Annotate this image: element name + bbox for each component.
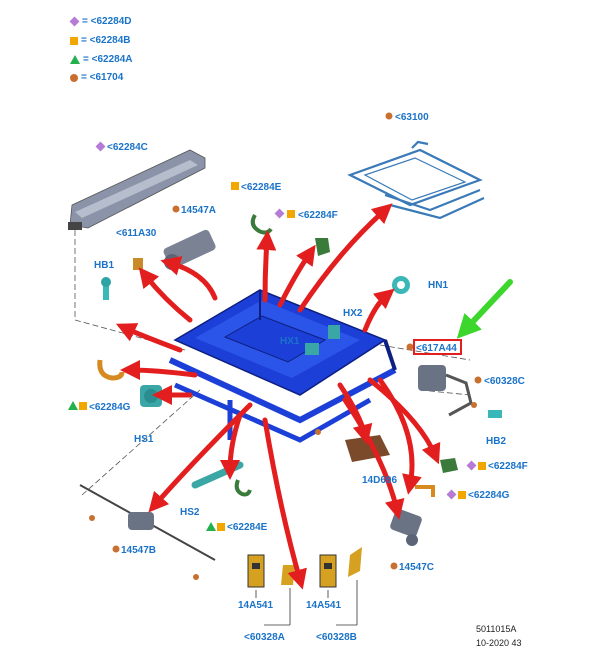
label-HB1: HB1: [94, 260, 114, 271]
label-symbols: [68, 112, 486, 570]
circle-icon: [474, 376, 482, 384]
label-HX1: HX1: [280, 336, 300, 347]
label-14547C: 14547C: [399, 562, 434, 573]
arrow-14547A: [160, 256, 218, 301]
arrow-62284G-left: [120, 360, 198, 381]
latch-14A541-right: [319, 547, 362, 588]
label-14547B: 14547B: [121, 545, 156, 556]
label-617A44: <617A44: [416, 343, 457, 354]
circle-icon: [390, 562, 398, 570]
arrow-HN1: [362, 288, 395, 333]
circle-icon: [70, 73, 78, 82]
arrow-14A541: [262, 417, 307, 590]
square-icon: [217, 523, 225, 531]
square-icon: [458, 491, 466, 499]
green-indicator-arrow: [456, 279, 513, 339]
label-611A30: <611A30: [116, 228, 157, 239]
diamond-icon: [466, 460, 477, 471]
diamond-icon: [95, 141, 106, 152]
footer-code: 5011015A: [476, 624, 516, 634]
clip-62284G-right: [415, 485, 435, 497]
clip-62284E-bottom: [234, 479, 252, 497]
square-icon: [478, 462, 486, 470]
label-62284E-bottom: <62284E: [227, 522, 268, 533]
label-62284G-left: <62284G: [89, 402, 131, 413]
bolt-HB2: [488, 410, 502, 418]
fastener-HX1: [305, 343, 319, 355]
triangle-icon: [206, 522, 216, 531]
square-icon: [287, 210, 295, 218]
square-icon: [79, 402, 87, 410]
legend-item-62284D: = <62284D: [69, 16, 132, 27]
fastener-HX2: [328, 325, 340, 339]
arrow-HB1: [115, 323, 183, 353]
arrow-62284E-top: [256, 230, 277, 303]
label-62284G-right: <62284G: [468, 490, 510, 501]
shaft-HS2: [191, 461, 244, 489]
bolt-HB1: [101, 277, 111, 300]
latch-14A541-left: [247, 554, 295, 588]
highlight-box: [413, 339, 462, 355]
seat-track-frame: [168, 289, 397, 443]
label-HN1: HN1: [428, 280, 448, 291]
label-60328C: <60328C: [484, 376, 525, 387]
latch-bracket-lines: [255, 580, 358, 626]
motor-14547C: [390, 509, 422, 546]
label-HX2: HX2: [343, 308, 363, 319]
legend-item-62284A: = <62284A: [70, 54, 133, 65]
bracket-62284F-right: [440, 458, 458, 473]
label-62284F-right: <62284F: [488, 461, 528, 472]
triangle-icon: [68, 401, 78, 410]
part-labels: <62284C <63100 <62284E 14547A <611A30 <6…: [89, 112, 528, 643]
arrow-611A30: [138, 267, 193, 323]
red-arrows: [115, 203, 441, 590]
arrow-62284G-right: [377, 377, 422, 495]
label-60328B: <60328B: [316, 632, 357, 643]
fastener-dots: [89, 402, 477, 580]
circle-icon: [406, 343, 414, 351]
label-14D696: 14D696: [362, 475, 397, 486]
bracket-62284F-top: [315, 238, 330, 256]
label-14547A: 14547A: [181, 205, 216, 216]
seat-back-frame: [68, 149, 206, 230]
label-HS2: HS2: [180, 507, 200, 518]
legend-item-61704: = <61704: [70, 72, 123, 83]
connector-611A30: [133, 258, 143, 270]
arrow-62284F-top: [277, 244, 316, 308]
label-62284F-top: <62284F: [298, 210, 338, 221]
circle-icon: [385, 112, 393, 120]
arrow-HS2: [220, 412, 243, 480]
label-62284C: <62284C: [107, 142, 148, 153]
motor-14547B: [79, 484, 216, 561]
bushing-HS1: [140, 385, 162, 407]
square-icon: [231, 182, 239, 190]
circle-icon: [172, 205, 180, 213]
label-60328A: <60328A: [244, 632, 285, 643]
motor-module-617A44: [418, 365, 473, 417]
circle-icon: [112, 545, 120, 553]
triangle-icon: [70, 55, 80, 64]
diamond-icon: [274, 208, 285, 219]
nut-HN1: [392, 276, 410, 294]
arrow-63100: [297, 203, 393, 313]
arrow-14547C: [342, 397, 405, 520]
label-14A541-right: 14A541: [306, 600, 341, 611]
diamond-icon: [446, 489, 457, 500]
legend-item-62284B: = <62284B: [70, 35, 131, 46]
label-14A541-left: 14A541: [238, 600, 273, 611]
square-icon: [70, 36, 78, 45]
seat-springs: [347, 140, 485, 220]
label-HS1: HS1: [134, 434, 154, 445]
label-62284E-top: <62284E: [241, 182, 282, 193]
label-HB2: HB2: [486, 436, 506, 447]
clip-62284E-top: [250, 213, 273, 235]
label-63100: <63100: [395, 112, 429, 123]
clip-62284G-left: [97, 359, 125, 381]
arrow-62284F-right: [367, 377, 441, 465]
footer-date: 10-2020 43: [476, 638, 522, 648]
